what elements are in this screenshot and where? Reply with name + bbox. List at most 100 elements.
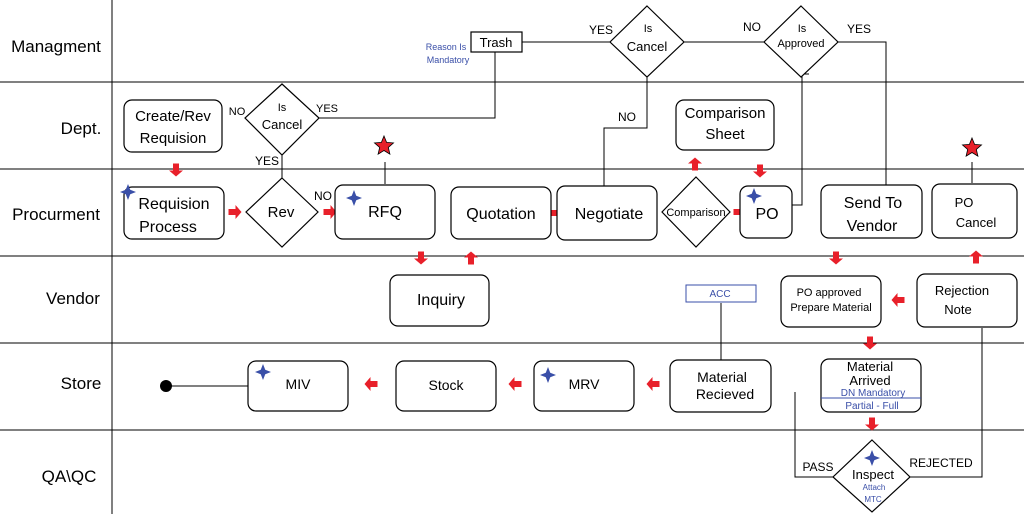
create-rev-line2: Requision <box>140 130 207 147</box>
connector-lines <box>166 41 983 478</box>
arrow-rejection-to-approved <box>891 293 905 307</box>
end-node <box>160 380 172 392</box>
inspect-label: Inspect <box>852 467 894 482</box>
po-approved-line1: PO approved <box>797 287 862 299</box>
rejection-note-line1: Rejection <box>935 283 989 298</box>
node-rejection-note[interactable]: Rejection Note <box>916 273 1018 328</box>
node-po[interactable]: PO <box>739 185 793 239</box>
decision-is-cancel-mgmt[interactable]: Is Cancel <box>609 5 685 78</box>
node-comparison-sheet[interactable]: Comparison Sheet <box>675 99 775 151</box>
node-mrv[interactable]: MRV <box>533 360 635 412</box>
arrow-sheet-to-po <box>753 164 767 178</box>
negotiate-label: Negotiate <box>575 206 644 223</box>
arrow-send-to-vendor <box>829 251 843 265</box>
node-po-approved[interactable]: PO approved Prepare Material <box>780 275 882 328</box>
send-to-vendor-line1: Send To <box>844 195 903 212</box>
reason-note-line1: Reason Is <box>426 42 467 52</box>
is-cancel-mgmt-line1: Is <box>644 23 653 35</box>
inquiry-label: Inquiry <box>417 292 465 309</box>
arrow-comparison-to-sheet <box>688 157 702 171</box>
star-icon-po-cancel <box>961 136 983 157</box>
sparkle-icon-requision <box>120 184 136 200</box>
stock-label: Stock <box>428 377 464 393</box>
is-cancel-mgmt-line2: Cancel <box>627 39 668 54</box>
comparison-sheet-line1: Comparison <box>685 105 766 122</box>
node-stock[interactable]: Stock <box>395 360 497 412</box>
miv-label: MIV <box>286 376 312 392</box>
label-yes-approved: YES <box>847 22 871 36</box>
rfq-label: RFQ <box>368 204 402 221</box>
node-create-rev[interactable]: Create/Rev Requision <box>123 99 223 153</box>
requision-process-line2: Process <box>139 219 197 236</box>
node-trash[interactable]: Trash <box>470 31 523 53</box>
label-yes-down: YES <box>255 154 279 168</box>
label-no-mgmt-cancel: NO <box>618 110 636 124</box>
node-acc[interactable]: ACC <box>685 284 757 303</box>
requision-process-line1: Requision <box>138 196 209 213</box>
material-arrived-line3: DN Mandatory <box>841 388 905 399</box>
label-no-create: NO <box>229 106 246 118</box>
arrow-inquiry-to-quotation <box>464 251 478 265</box>
rejection-note-line2: Note <box>944 302 971 317</box>
label-yes-mgmt-cancel: YES <box>589 23 613 37</box>
po-cancel-line2: Cancel <box>956 215 997 230</box>
is-approved-line2: Approved <box>777 38 824 50</box>
is-approved-line1: Is <box>798 23 807 35</box>
is-cancel-dept-line2: Cancel <box>262 117 303 132</box>
material-arrived-line1: Material <box>847 359 893 374</box>
material-arrived-line2: Arrived <box>849 373 890 388</box>
label-pass: PASS <box>802 460 833 474</box>
label-rejected: REJECTED <box>909 456 973 470</box>
node-material-arrived[interactable]: Material Arrived DN Mandatory Partial - … <box>820 358 922 413</box>
arrow-arrived-to-inspect <box>865 417 879 431</box>
decision-is-approved[interactable]: Is Approved <box>763 5 839 78</box>
node-send-to-vendor[interactable]: Send To Vendor <box>820 184 923 239</box>
arrow-stock-to-miv <box>364 377 378 391</box>
sparkle-icon-miv <box>255 364 271 380</box>
node-material-recieved[interactable]: Material Recieved <box>669 359 772 413</box>
node-miv[interactable]: MIV <box>247 360 349 412</box>
rev-label: Rev <box>268 204 295 221</box>
acc-label: ACC <box>709 289 730 300</box>
lane-label-vendor: Vendor <box>46 289 100 308</box>
node-quotation[interactable]: Quotation <box>450 186 552 240</box>
node-requision-process[interactable]: Requision Process <box>123 186 225 240</box>
quotation-label: Quotation <box>466 206 535 223</box>
label-no-rev: NO <box>314 189 332 203</box>
sparkle-icon-mrv <box>540 367 556 383</box>
arrow-approved-to-arrived <box>863 336 877 350</box>
arrow-rev-to-rfq <box>323 205 337 219</box>
node-po-cancel[interactable]: PO Cancel <box>931 183 1018 239</box>
arrow-recieved-to-mrv <box>646 377 660 391</box>
arrow-create-to-requision <box>169 163 183 177</box>
po-approved-line2: Prepare Material <box>790 302 871 314</box>
lane-label-procurement: Procurment <box>12 205 100 224</box>
decision-rev[interactable]: Rev <box>245 177 319 248</box>
sparkle-icon-po <box>746 188 762 204</box>
lane-label-qaqc: QA\QC <box>42 467 97 486</box>
mrv-label: MRV <box>569 376 601 392</box>
sparkle-icon-rfq <box>346 190 362 206</box>
star-icon-rfq <box>373 134 395 155</box>
decision-comparison[interactable]: Comparison <box>661 176 731 248</box>
decision-is-cancel-dept[interactable]: Is Cancel <box>244 83 320 156</box>
decision-inspect[interactable]: Inspect Attach MTC <box>832 439 911 513</box>
node-rfq[interactable]: RFQ <box>334 184 436 240</box>
material-recieved-line2: Recieved <box>696 386 754 402</box>
arrow-rejection-to-po-cancel <box>969 250 983 264</box>
po-label: PO <box>755 206 778 223</box>
node-negotiate[interactable]: Negotiate <box>556 185 658 241</box>
label-no-approved: NO <box>743 20 761 34</box>
node-inquiry[interactable]: Inquiry <box>389 274 490 327</box>
po-cancel-line1: PO <box>955 195 974 210</box>
inspect-line3: MTC <box>864 495 882 504</box>
lane-label-management: Managment <box>11 37 101 56</box>
arrow-rfq-to-inquiry <box>414 251 428 265</box>
material-recieved-line1: Material <box>697 369 747 385</box>
comparison-label: Comparison <box>666 207 725 219</box>
lane-label-store: Store <box>61 374 102 393</box>
label-yes-cancel-dept: YES <box>316 103 338 115</box>
arrow-requision-to-rev <box>228 205 242 219</box>
